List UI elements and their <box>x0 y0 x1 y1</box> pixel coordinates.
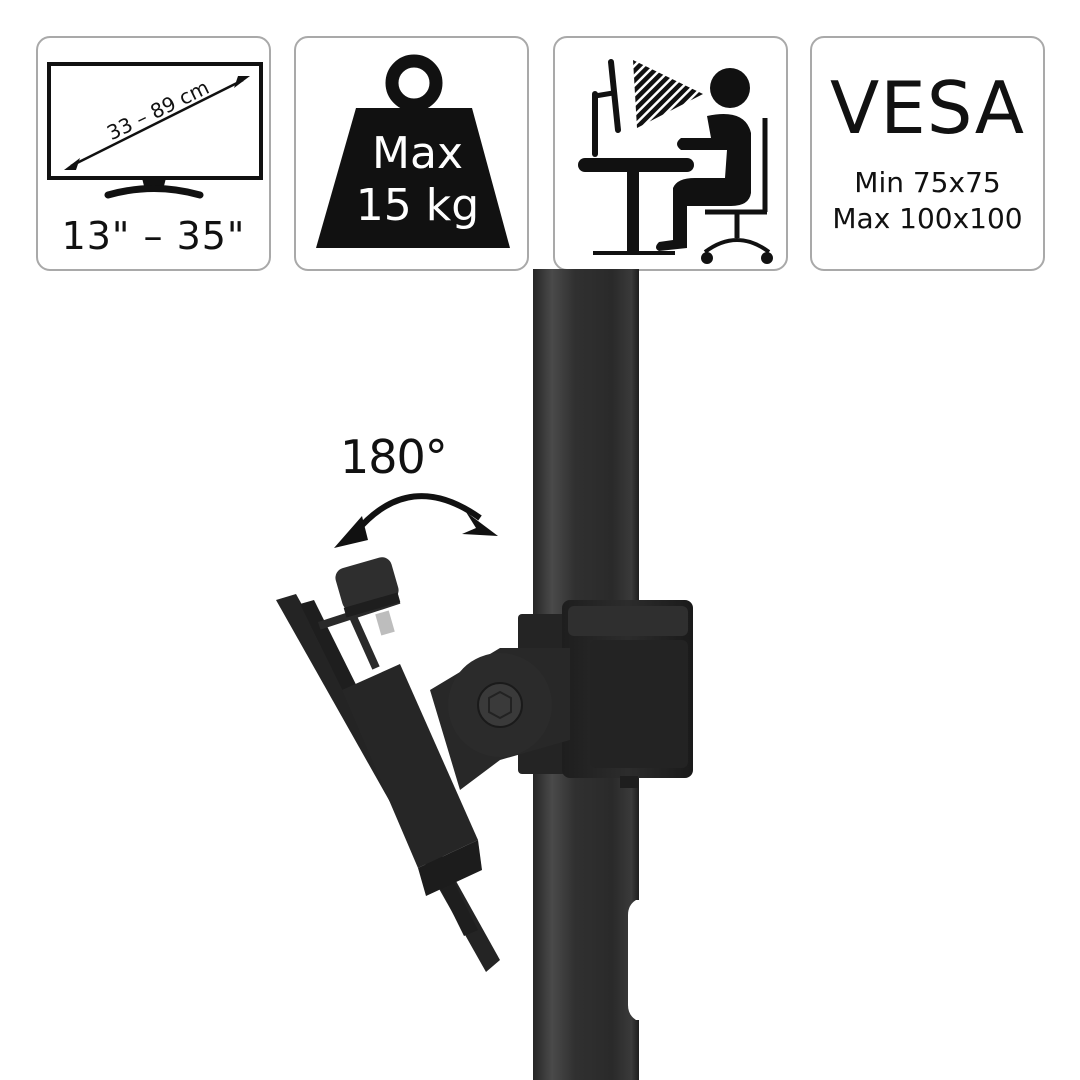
vesa-card: VESA Min 75x75 Max 100x100 <box>810 36 1045 271</box>
max-label: Max <box>372 128 463 179</box>
thumb-screw-knob <box>335 557 401 636</box>
screen-size-card: 33 – 89 cm 13" – 35" <box>36 36 271 271</box>
seated-person-at-desk-icon <box>578 59 773 264</box>
max-load-card: Max 15 kg <box>294 36 529 271</box>
vesa-title: VESA <box>829 66 1026 150</box>
pole-clamp <box>518 600 693 788</box>
weight-value: 15 kg <box>355 180 480 231</box>
vesa-min-label: Min 75x75 <box>854 166 1001 199</box>
diagonal-inch-label: 13" – 35" <box>61 214 246 258</box>
ergonomics-card <box>553 36 788 271</box>
rotation-label: 180° <box>340 430 448 484</box>
monitor-diagonal-icon <box>47 62 263 199</box>
double-curved-arrow-icon <box>334 493 498 548</box>
vesa-plate <box>276 594 500 972</box>
pole <box>533 269 639 1080</box>
vesa-max-label: Max 100x100 <box>832 202 1023 235</box>
tilt-arm <box>430 648 570 790</box>
weight-icon <box>316 54 510 248</box>
